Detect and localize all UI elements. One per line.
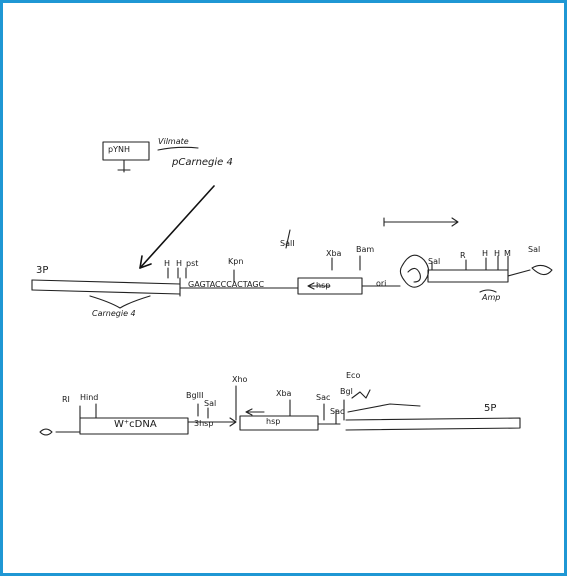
bottom-rh-label: RI xyxy=(62,396,70,404)
bgl-scribble xyxy=(352,390,370,398)
insertion-arrow xyxy=(140,186,214,268)
bottom-hind-label: Hind xyxy=(80,394,98,402)
site-label-1: H xyxy=(164,260,170,268)
top-site-ticks xyxy=(168,268,186,278)
top-hsp-label: hsp xyxy=(316,282,330,290)
xba-bam-ticks xyxy=(332,256,360,270)
hsp-box-label: hsp xyxy=(266,418,280,426)
top-left-end-label: 3P xyxy=(36,266,48,276)
h2-label: H xyxy=(494,250,500,258)
top-right-tail xyxy=(508,270,530,276)
xho-left-arrow xyxy=(246,409,264,415)
bottom-right-end-label: 5P xyxy=(484,404,496,414)
sal-bottom-label: Sal xyxy=(204,400,216,408)
top-box-label: pYNH xyxy=(108,146,130,154)
plasmid-label: pCarnegie 4 xyxy=(172,158,233,168)
amp-label: Amp xyxy=(482,294,500,302)
xho-label: Xho xyxy=(232,376,247,384)
bottom-3hsp-arrow xyxy=(224,418,236,426)
top-orientation-arrow xyxy=(384,218,458,226)
site-label-4: Kpn xyxy=(228,258,243,266)
bottom-5p-box xyxy=(346,418,520,430)
eco-label: Eco xyxy=(346,372,360,380)
top-right-box xyxy=(428,270,508,282)
sal1-label: SalI xyxy=(280,240,295,248)
bottom-left-end xyxy=(40,429,52,435)
xba-bottom-label: Xba xyxy=(276,390,291,398)
hsp-bottom-label: 3hsp xyxy=(194,420,213,428)
bottom-left-ticks xyxy=(80,404,96,418)
site-label-3: pst xyxy=(186,260,198,268)
bglii-label: BglII xyxy=(186,392,204,400)
site-label-2: H xyxy=(176,260,182,268)
ori-scribble-inner xyxy=(408,268,420,282)
bam-label: Bam xyxy=(356,246,374,254)
m-label: M xyxy=(504,250,511,258)
top-box-note: Vilmate xyxy=(158,138,189,146)
primer-label: GAGTACCCACTAGC xyxy=(188,281,264,289)
bgl-label: Bgl xyxy=(340,388,353,396)
wcdna-label: W⁺cDNA xyxy=(114,420,157,430)
ori-label: ori xyxy=(376,280,386,288)
top-left-upper xyxy=(32,280,180,284)
top-right-ticks xyxy=(432,256,508,270)
carnegie-label: Carnegie 4 xyxy=(92,310,136,318)
vilmate-underline xyxy=(158,147,198,150)
sal-far-label: Sal xyxy=(528,246,540,254)
top-right-end-scribble xyxy=(532,265,552,274)
bottom-right-sweep xyxy=(348,404,420,412)
amp-underline xyxy=(480,290,496,292)
sac2-label: Sac xyxy=(330,408,344,416)
top-left-lower xyxy=(32,290,180,294)
h1-label: H xyxy=(482,250,488,258)
sal-r-label: Sal xyxy=(428,258,440,266)
sac-label: Sac xyxy=(316,394,330,402)
carnegie-brace xyxy=(90,296,150,308)
xba-label: Xba xyxy=(326,250,341,258)
r1-label: R xyxy=(460,252,466,260)
